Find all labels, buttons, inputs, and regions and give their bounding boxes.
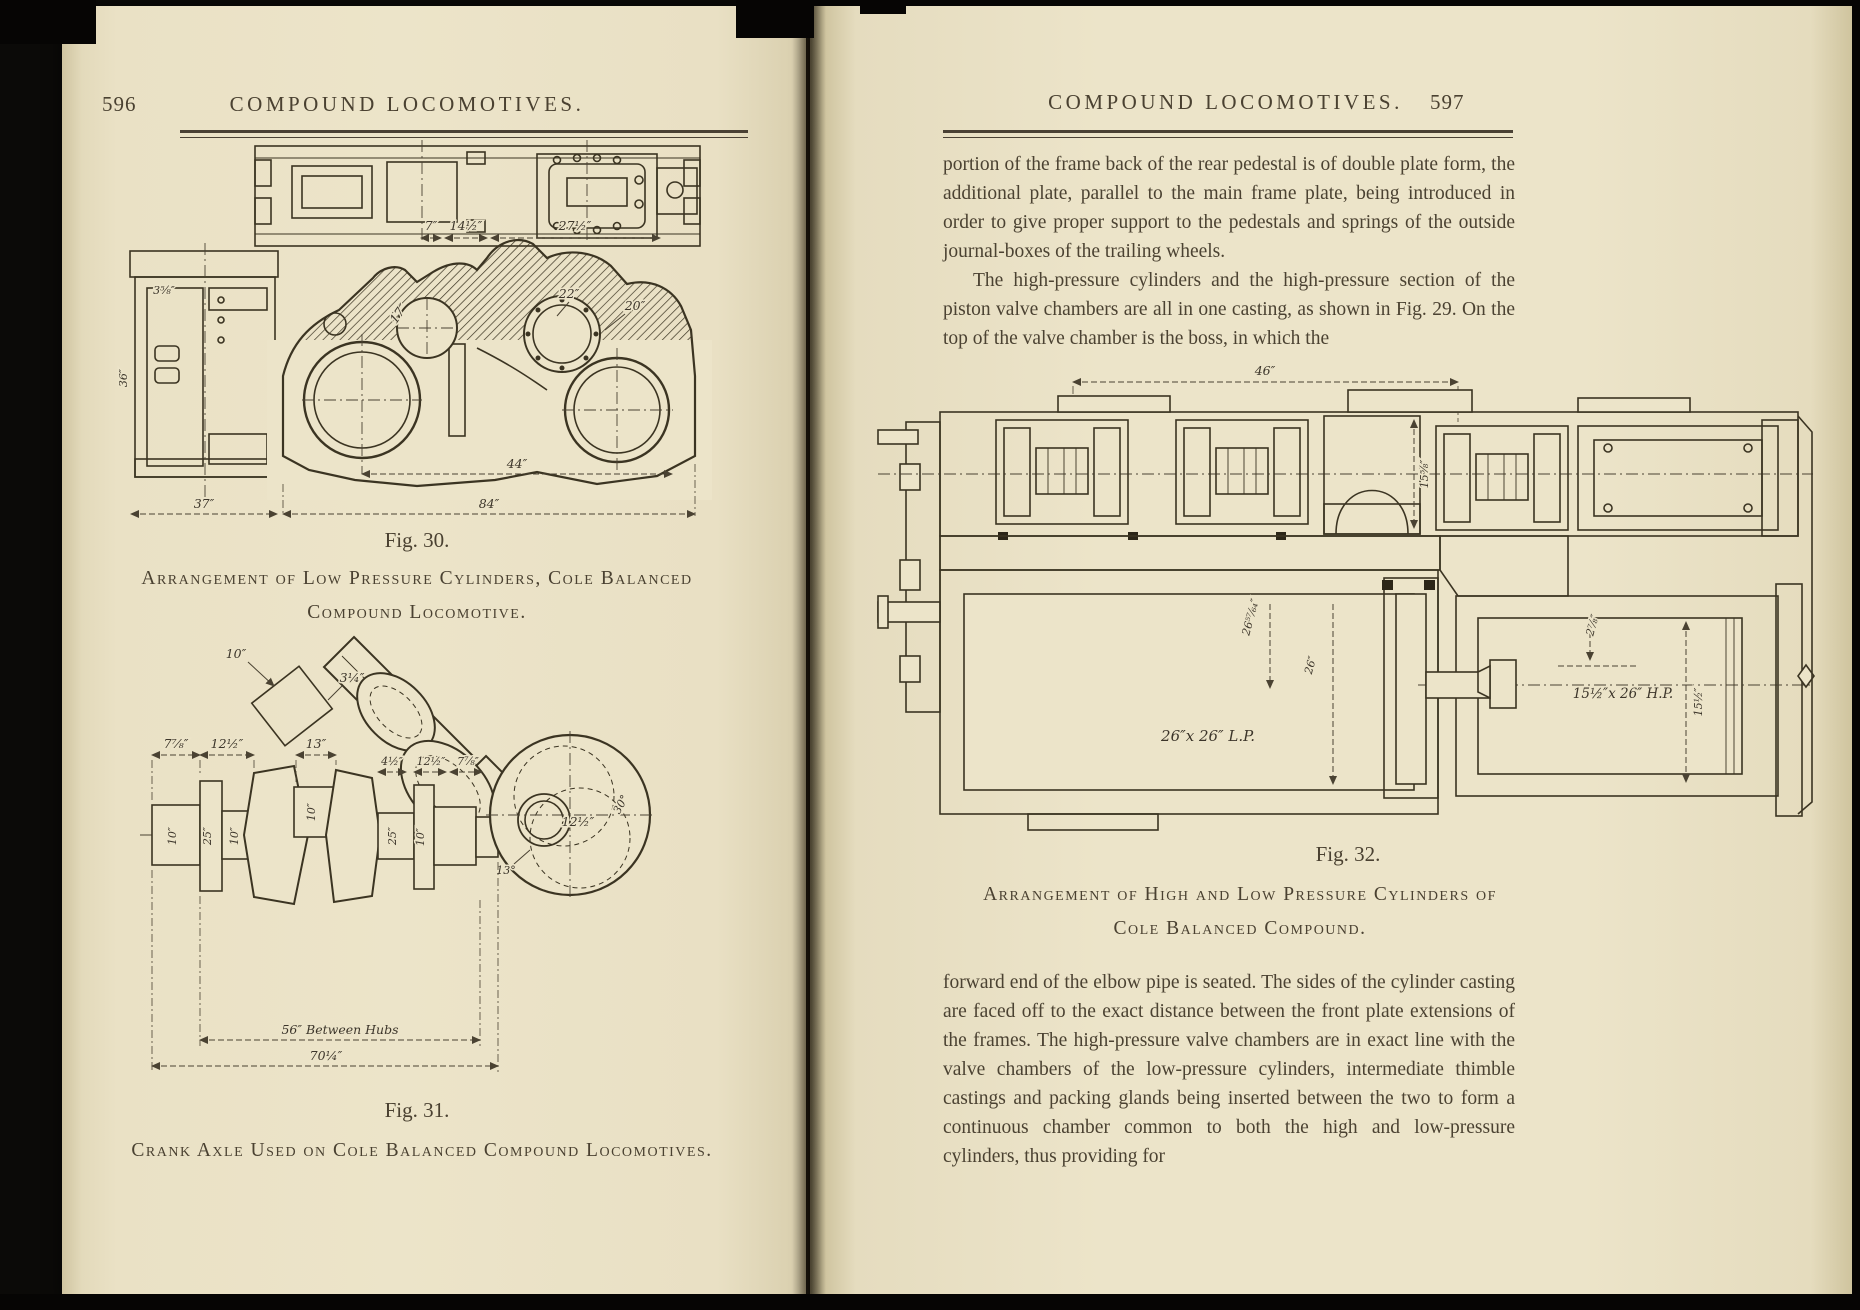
paragraph: The high-pressure cylinders and the high… [943, 270, 1515, 349]
fig32-hp-cylinder: 15½″x 26″ H.P. 15½″ 2⅞″ [1418, 595, 1812, 797]
header-rule-right [943, 130, 1513, 138]
scan-strip-bottom [0, 1294, 1860, 1310]
page-number-right: 597 [1430, 90, 1465, 114]
fig32-drawing: 46″ [877, 362, 1815, 831]
fig31-bottom-dimensions: 56″ Between Hubs 70¼″ [151, 862, 499, 1072]
fig31-caption: Crank Axle Used on Cole Balanced Compoun… [82, 1134, 762, 1168]
fig30-side-view: 3⅝″ 36″ [116, 243, 279, 508]
fig31-label: Fig. 31. [384, 1098, 450, 1122]
dim-label: 3¼″ [340, 670, 365, 685]
fig30-caption: Arrangement of Low Pressure Cylinders, C… [100, 562, 734, 630]
bolt-holes [525, 297, 599, 371]
page-gutter-shadow [792, 0, 826, 1310]
dim-label: 14½″ [450, 218, 483, 233]
fig31-end-view: 12½″ 13° 30° [486, 731, 654, 899]
dim-label: 25″ [386, 826, 399, 846]
paragraph: forward end of the elbow pipe is seated.… [943, 972, 1515, 1167]
dim-label: 46″ [1254, 363, 1276, 378]
fig30-caption-line1: Arrangement of Low Pressure Cylinders, C… [141, 568, 693, 589]
lp-cylinder-label: 26″x 26″ L.P. [1160, 727, 1255, 745]
body-text-bottom: forward end of the elbow pipe is seated.… [943, 968, 1515, 1171]
dim-label: 3⅝″ [153, 284, 176, 297]
dim-label: 22″ [558, 286, 580, 301]
dim-label: 13″ [306, 736, 327, 751]
fig31-caption-line1: Crank Axle Used on Cole Balanced Compoun… [131, 1140, 713, 1161]
scan-strip-right [1852, 0, 1860, 1310]
dim-label: 15½″ [1692, 687, 1705, 717]
fig32-lp-cylinder: 26⁵⁷⁄₆₄″ 26″ 26″x 26″ L.P. [939, 569, 1439, 831]
dim-label: 27½″ [558, 218, 592, 233]
fig30-drawing: 3⅝″ 36″ [116, 140, 712, 518]
fig31-drawing: 10″ 3¼″ [140, 635, 654, 1072]
fig32-transition [939, 535, 1569, 597]
dim-label: 70¼″ [310, 1048, 343, 1063]
fig32-left-cap [877, 421, 941, 713]
dim-label: 12½″ [417, 755, 447, 768]
hp-cylinder-label: 15½″x 26″ H.P. [1573, 686, 1673, 702]
page-right: COMPOUND LOCOMOTIVES. 597 portion of the… [810, 0, 1852, 1304]
dim-label: 12½″ [562, 814, 595, 829]
fig32-caption-line1: Arrangement of High and Low Pressure Cyl… [983, 884, 1497, 905]
dim-label: 7″ [425, 218, 438, 233]
fig32-caption-line2: Cole Balanced Compound. [1113, 918, 1367, 939]
dim-label: 15⅝″ [1418, 459, 1431, 489]
dim-label: 36″ [117, 368, 130, 387]
scan-strip-top-right [810, 0, 1860, 6]
dim-label: 84″ [479, 496, 500, 511]
page-left: 596 COMPOUND LOCOMOTIVES. [62, 6, 806, 1304]
dim-label: 10″ [305, 802, 318, 821]
dim-label: 12½″ [211, 736, 244, 751]
dim-label: 10″ [414, 827, 427, 846]
scan-notch-top [736, 0, 814, 38]
fig30-dimensions: 7″ 14½″ 27½″ 22″ 20″ 17″ 44″ 84″ 37″ [130, 217, 696, 518]
fig30-label: Fig. 30. [384, 528, 450, 552]
dim-label: 13° [496, 864, 516, 877]
running-head-right: COMPOUND LOCOMOTIVES. [1048, 90, 1403, 114]
header-rule-left [180, 130, 748, 138]
paragraph: portion of the frame back of the rear pe… [943, 154, 1515, 262]
fig32-caption: Arrangement of High and Low Pressure Cyl… [920, 878, 1560, 946]
scan-tab-top [860, 0, 906, 14]
dim-label: 25″ [201, 826, 214, 846]
dim-label: 44″ [506, 456, 528, 471]
body-text-top: portion of the frame back of the rear pe… [943, 150, 1515, 353]
dim-label: 37″ [194, 496, 215, 511]
dim-label: 56″ Between Hubs [281, 1022, 398, 1037]
dim-label: 7⅞″ [457, 755, 480, 768]
dim-label: 7⅞″ [164, 736, 189, 751]
dim-label: 20″ [624, 298, 646, 313]
fig32-valve-band: 15⅝″ [878, 389, 1813, 540]
fig30-caption-line2: Compound Locomotive. [307, 602, 527, 623]
dim-label: 4½″ [380, 755, 404, 768]
fig32-label: Fig. 32. [1315, 842, 1381, 866]
scan-corner-top-left [0, 0, 96, 44]
dim-label: 10″ [228, 826, 241, 845]
fig31-crank-axle: 7⅞″ 12½″ 13″ 4½″ 12½″ 7⅞″ 10″ 25″ 10″ 10… [140, 735, 502, 906]
page-number-left: 596 [102, 92, 137, 116]
fig30-elevation [267, 239, 712, 500]
fig32-right-cap [1775, 415, 1815, 817]
dim-label: 10″ [166, 826, 179, 845]
running-head-left: COMPOUND LOCOMOTIVES. [229, 92, 585, 116]
dim-label: 10″ [226, 646, 247, 661]
